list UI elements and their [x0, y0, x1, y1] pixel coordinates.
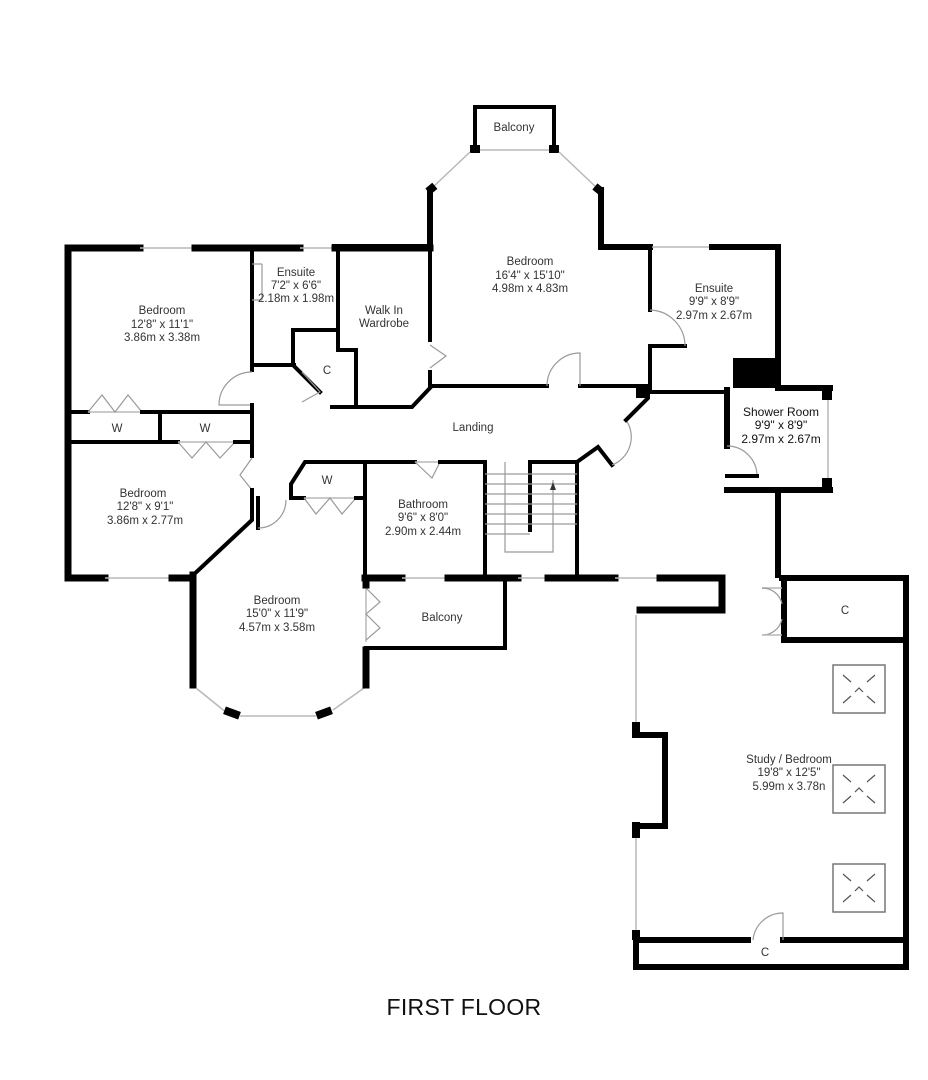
svg-text:12'8" x 9'1": 12'8" x 9'1" [117, 501, 174, 513]
label-study-bedroom: Study / Bedroom 19'8" x 12'5" 5.99m x 3.… [746, 754, 832, 793]
svg-text:2.97m x 2.67m: 2.97m x 2.67m [741, 432, 820, 446]
svg-text:Bedroom: Bedroom [254, 595, 301, 607]
svg-text:3.86m x 3.38m: 3.86m x 3.38m [124, 332, 200, 344]
bathroom-stairs-walls [361, 386, 727, 614]
svg-text:W: W [200, 423, 211, 435]
svg-text:12'8" x 11'1": 12'8" x 11'1" [131, 319, 193, 331]
svg-text:16'4" x 15'10": 16'4" x 15'10" [495, 270, 564, 282]
label-cupboard-c2: C [841, 605, 849, 617]
svg-text:5.99m x 3.78n: 5.99m x 3.78n [753, 781, 826, 793]
svg-text:Bedroom: Bedroom [139, 305, 186, 317]
label-wardrobe-w1: W [112, 423, 123, 435]
label-wardrobe-w3: W [322, 475, 333, 487]
skylight-3 [832, 863, 886, 913]
label-bedroom-w: Bedroom 12'8" x 9'1" 3.86m x 2.77m [107, 488, 183, 527]
master-bedroom-walls [332, 151, 833, 392]
label-landing: Landing [453, 422, 494, 434]
svg-text:Ensuite: Ensuite [695, 283, 733, 295]
svg-text:Ensuite: Ensuite [277, 267, 315, 279]
svg-text:Study / Bedroom: Study / Bedroom [746, 754, 832, 766]
svg-text:W: W [112, 423, 123, 435]
svg-text:3.86m x 2.77m: 3.86m x 2.77m [107, 515, 183, 527]
svg-text:2.18m x 1.98m: 2.18m x 1.98m [258, 293, 334, 305]
svg-text:2.90m x 2.44m: 2.90m x 2.44m [385, 526, 461, 538]
svg-text:Bedroom: Bedroom [120, 488, 167, 500]
svg-text:9'9" x 8'9": 9'9" x 8'9" [755, 418, 807, 432]
svg-text:Bathroom: Bathroom [398, 499, 448, 511]
label-cupboard-c3: C [761, 947, 769, 959]
svg-text:Shower Room: Shower Room [743, 405, 819, 419]
svg-text:C: C [841, 605, 849, 617]
svg-text:Balcony: Balcony [422, 612, 463, 624]
svg-text:4.57m x 3.58m: 4.57m x 3.58m [239, 622, 315, 634]
label-bedroom-nw: Bedroom 12'8" x 11'1" 3.86m x 3.38m [124, 305, 200, 344]
label-balcony-south: Balcony [422, 612, 463, 624]
svg-text:Bedroom: Bedroom [507, 256, 554, 268]
balcony-north [470, 105, 559, 153]
svg-text:2.97m x 2.67m: 2.97m x 2.67m [676, 310, 752, 322]
svg-text:15'0" x 11'9": 15'0" x 11'9" [246, 608, 308, 620]
svg-text:Landing: Landing [453, 422, 494, 434]
label-wardrobe-w2: W [200, 423, 211, 435]
svg-text:C: C [761, 947, 769, 959]
wardrobe-block [66, 394, 254, 581]
svg-text:Walk In: Walk In [365, 305, 403, 317]
svg-text:C: C [323, 365, 331, 377]
svg-text:4.98m x 4.83m: 4.98m x 4.83m [492, 283, 568, 295]
south-bedroom-walls [189, 460, 507, 720]
label-ensuite-east: Ensuite 9'9" x 8'9" 2.97m x 2.67m [676, 283, 752, 322]
shower-room-walls [724, 386, 833, 578]
label-cupboard-c1: C [323, 365, 331, 377]
skylight-2 [832, 764, 886, 814]
svg-text:W: W [322, 475, 333, 487]
svg-text:7'2" x 6'6": 7'2" x 6'6" [271, 280, 321, 292]
label-bedroom-master: Bedroom 16'4" x 15'10" 4.98m x 4.83m [492, 256, 568, 295]
label-balcony-north: Balcony [494, 122, 535, 134]
svg-text:9'9" x 8'9": 9'9" x 8'9" [689, 296, 739, 308]
label-walk-in-wardrobe: Walk In Wardrobe [359, 305, 409, 330]
svg-text:Wardrobe: Wardrobe [359, 318, 409, 330]
label-ensuite-west: Ensuite 7'2" x 6'6" 2.18m x 1.98m [258, 267, 334, 305]
study-bedroom-walls [632, 575, 909, 970]
label-bedroom-s: Bedroom 15'0" x 11'9" 4.57m x 3.58m [239, 595, 315, 634]
label-shower-room: Shower Room 9'9" x 8'9" 2.97m x 2.67m [741, 405, 820, 446]
label-bathroom: Bathroom 9'6" x 8'0" 2.90m x 2.44m [385, 499, 461, 538]
skylight-1 [832, 664, 886, 714]
svg-text:Balcony: Balcony [494, 122, 535, 134]
floor-title: FIRST FLOOR [386, 994, 542, 1020]
svg-text:19'8" x 12'5": 19'8" x 12'5" [757, 767, 820, 779]
svg-text:9'6" x 8'0": 9'6" x 8'0" [398, 512, 448, 524]
